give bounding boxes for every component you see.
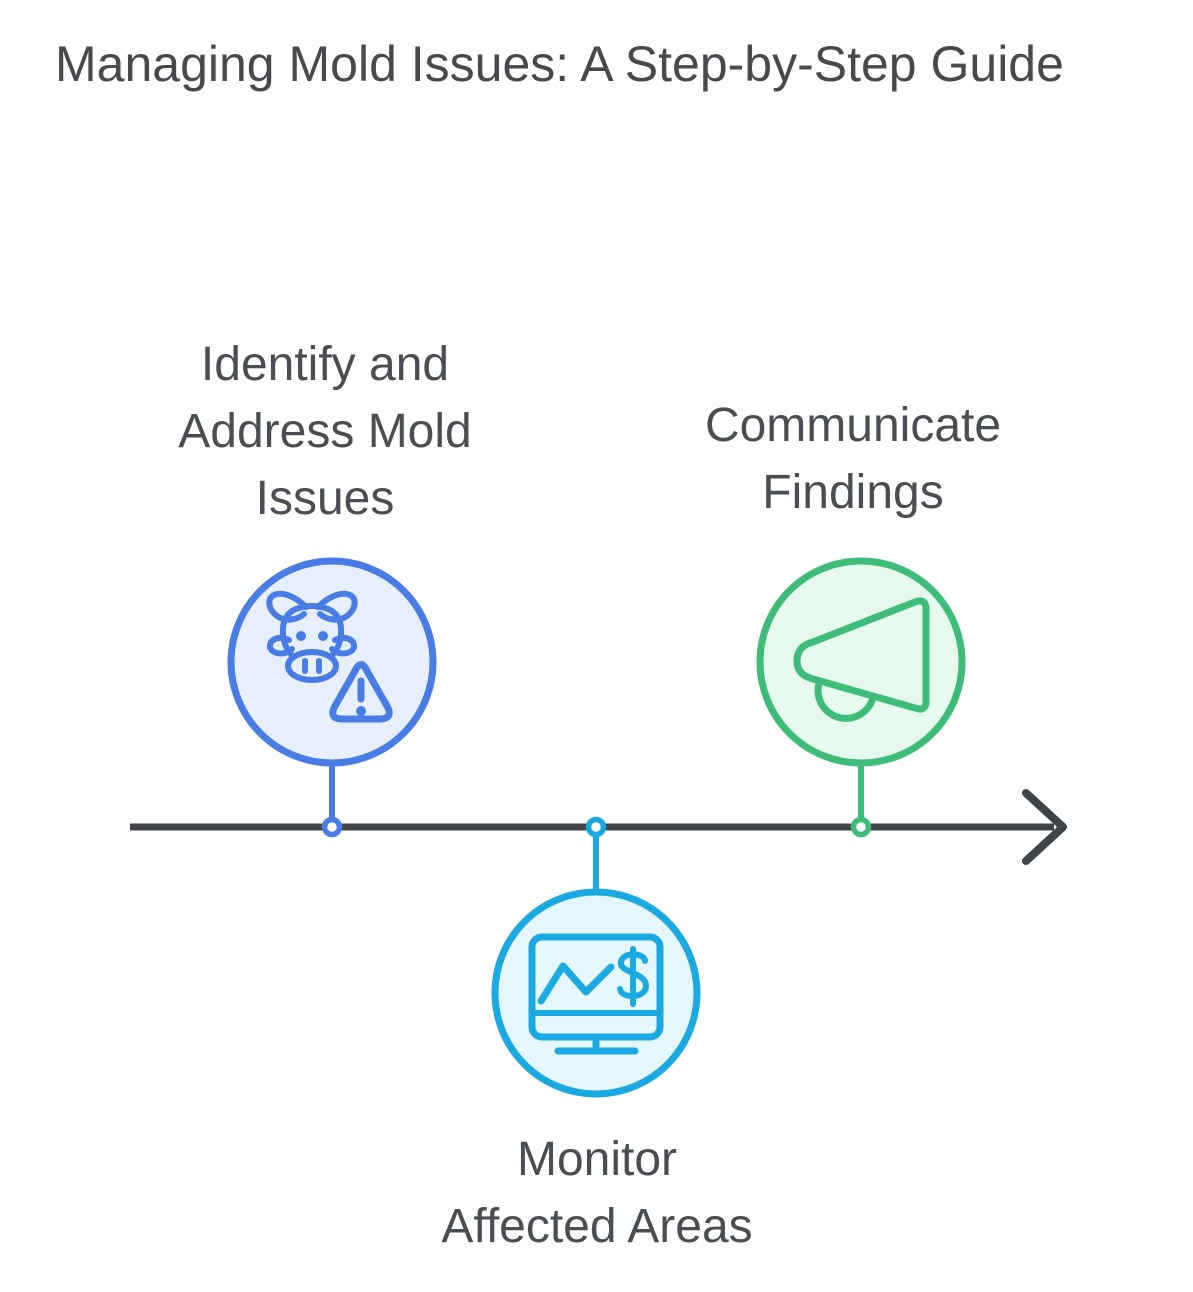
step-1-bubble: [227, 557, 437, 767]
step-1-label: Identify and Address Mold Issues: [125, 331, 525, 532]
chart-line: [537, 962, 615, 1005]
megaphone-icon: [793, 597, 930, 722]
step-1-label-line: Issues: [255, 472, 395, 525]
cow-eye-left: [296, 631, 306, 641]
cow-warning-icon: [266, 590, 393, 723]
timeline-arrowhead-icon: [1022, 789, 1067, 865]
dollar-curve: [617, 951, 649, 1000]
monitor-chart-dollar-icon: [528, 933, 664, 1055]
step-3-label-line: Communicate: [704, 399, 1002, 452]
step-2-circle: [491, 888, 701, 1098]
cow-muzzle: [285, 649, 339, 683]
cow-horn-right: [315, 590, 358, 623]
step-1-label-line: Address Mold: [178, 405, 472, 458]
cow-ear-right: [329, 634, 358, 657]
step-3-label-line: Findings: [762, 466, 944, 519]
step-1-timeline-dot: [321, 816, 343, 838]
page-title: Managing Mold Issues: A Step-by-Step Gui…: [55, 36, 1064, 92]
step-1-label-line: Identify and: [200, 338, 450, 391]
cow-ear-left: [266, 634, 295, 657]
step-2-label-line: Affected Areas: [441, 1200, 753, 1253]
step-3-bubble: [756, 557, 966, 767]
step-2-label-line: Monitor: [516, 1133, 678, 1186]
cow-horn-left: [266, 590, 309, 623]
megaphone-cone: [793, 597, 930, 713]
step-2-label: Monitor Affected Areas: [397, 1126, 797, 1260]
cow-eye-right: [318, 631, 328, 641]
warning-exclamation-dot: [356, 706, 366, 716]
step-2-timeline-dot: [585, 816, 607, 838]
step-2-bubble: [491, 888, 701, 1098]
step-3-label: Communicate Findings: [653, 392, 1053, 526]
step-3-timeline-dot: [850, 816, 872, 838]
